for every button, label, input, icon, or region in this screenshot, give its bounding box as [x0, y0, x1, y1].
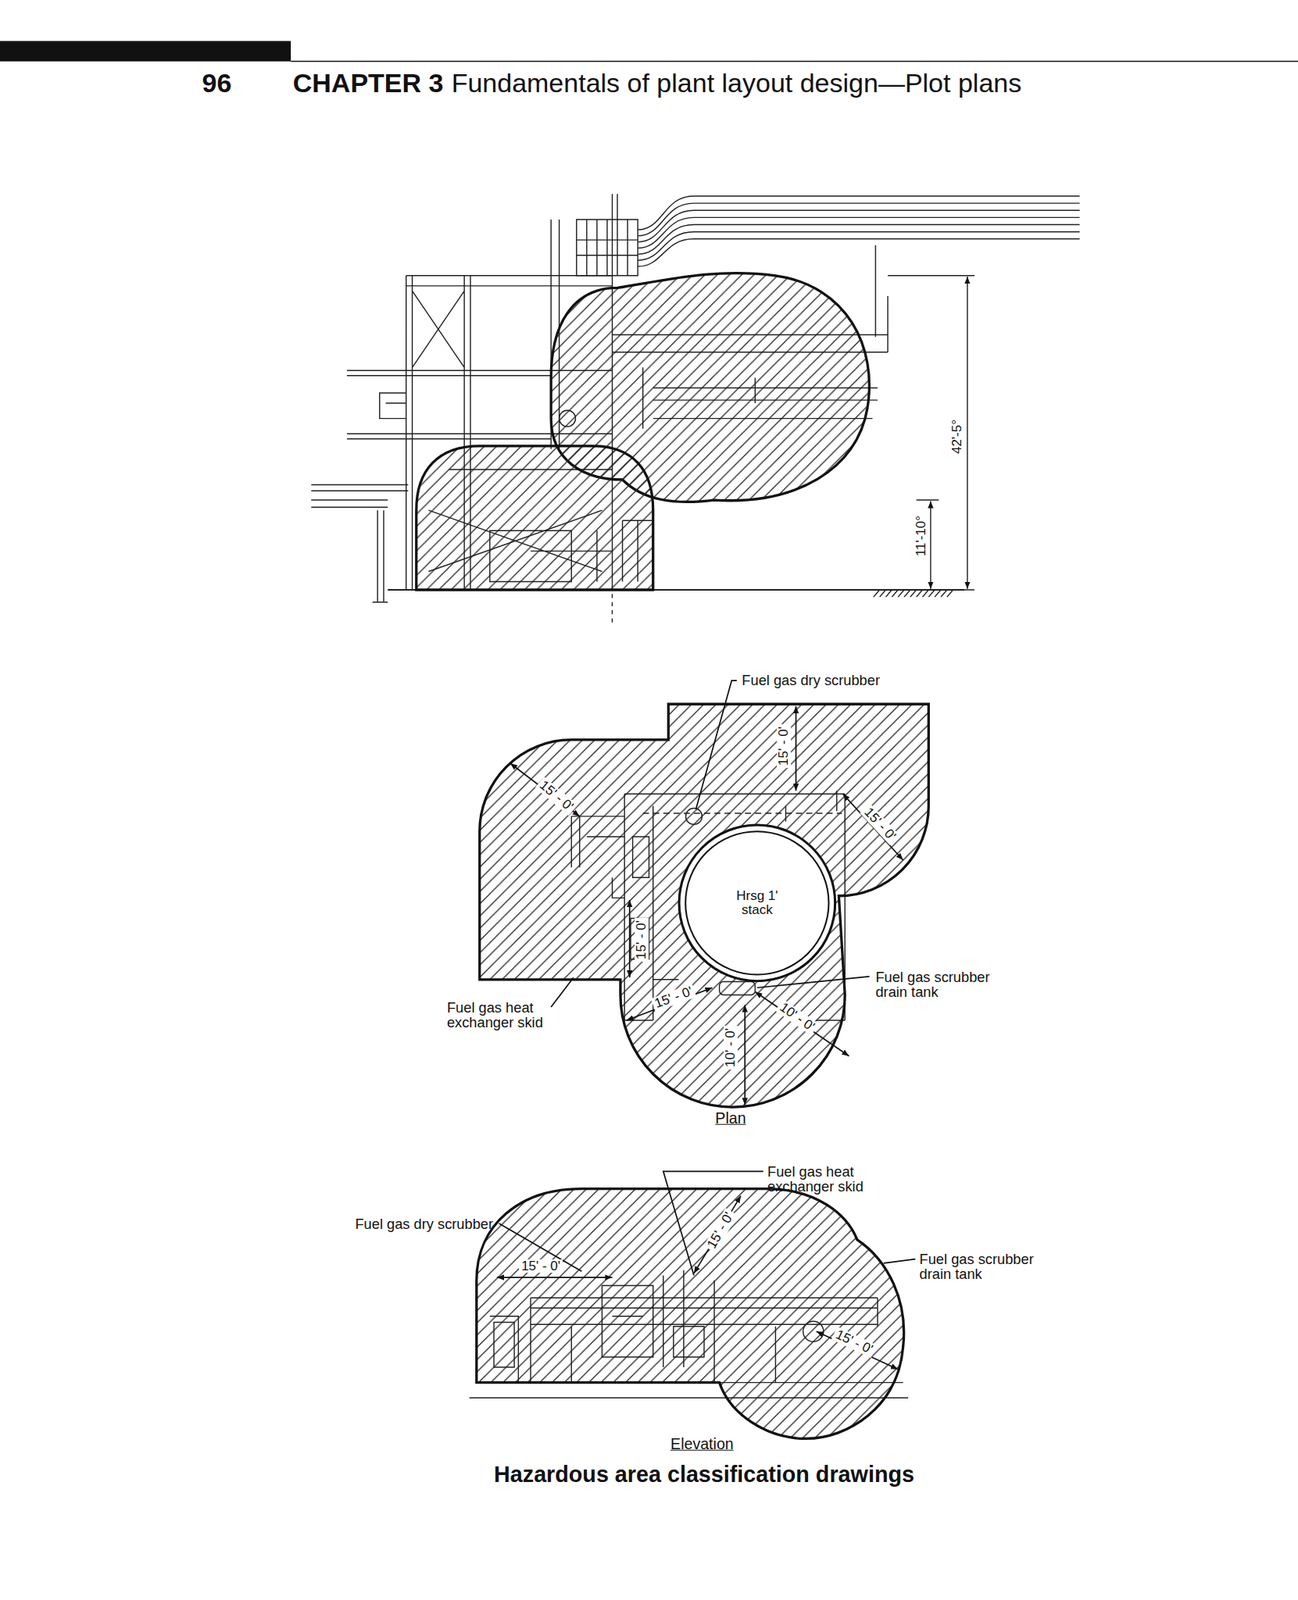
dimension-line — [743, 1004, 746, 1105]
dimension-line — [629, 900, 631, 978]
stack-circle: Hrsg 1' stack — [677, 823, 837, 984]
dimension-line — [510, 763, 580, 817]
dimension-text: 10' - 0' — [723, 1026, 738, 1070]
chapter-title: Fundamentals of plant layout design—Plot… — [451, 67, 1023, 100]
callout-label: Fuel gas dry scrubber — [741, 672, 880, 688]
page-header: 96CHAPTER 3Fundamentals of plant layout … — [202, 67, 1023, 100]
page-number: 96 — [202, 67, 294, 100]
view-title: Plan — [715, 1110, 746, 1127]
dimension-line — [754, 991, 849, 1056]
dimension-line — [693, 1196, 741, 1274]
callout-label: Fuel gas scrubber drain tank — [919, 1251, 1043, 1282]
header-bar — [0, 40, 291, 61]
dashed-centerline — [611, 593, 613, 623]
dimension-text: 11'-10° — [914, 512, 929, 558]
valve-cluster — [576, 219, 638, 276]
callout-label: Fuel gas heat exchanger skid — [446, 1000, 555, 1030]
leader-line — [550, 977, 574, 1008]
figure-caption: Hazardous area classification drawings — [493, 1462, 915, 1487]
dimension-line — [966, 276, 968, 590]
pipe-rack — [637, 196, 1080, 267]
chapter-label: CHAPTER 3 — [293, 67, 444, 100]
pipes — [311, 245, 888, 603]
leader-line — [663, 1171, 764, 1276]
leader-line — [696, 680, 737, 810]
header-rule — [290, 60, 1298, 63]
elevation-dimensions — [497, 1171, 916, 1370]
stack-inner — [685, 831, 829, 975]
hazard-zone — [479, 704, 930, 1108]
extension-lines — [887, 275, 975, 590]
dimension-line — [497, 1276, 613, 1279]
callout-label: Fuel gas scrubber drain tank — [875, 969, 998, 1000]
stack-outer — [679, 825, 836, 982]
view-title: Elevation — [670, 1435, 734, 1452]
dimension-text: 42'-5° — [950, 417, 965, 457]
callout-label: Fuel gas heat exchanger skid — [767, 1164, 891, 1195]
hazard-zone — [416, 446, 654, 590]
dimension-line — [795, 706, 798, 791]
dimension-text: 15' - 0' — [776, 724, 791, 769]
ground-hatch — [873, 590, 954, 598]
leader-line — [883, 1259, 916, 1264]
dimension-line — [843, 793, 904, 861]
dimension-text: 15' - 0' — [634, 918, 649, 962]
section-drawing — [311, 193, 1080, 623]
callout-label: Fuel gas dry scrubber — [354, 1216, 494, 1232]
hazard-zone — [476, 1189, 905, 1440]
dimension-line — [929, 500, 931, 589]
dimension-text: 15' - 0' — [518, 1259, 563, 1274]
node-text: Hrsg 1' stack — [725, 889, 789, 918]
plan-dimensions — [510, 680, 904, 1105]
